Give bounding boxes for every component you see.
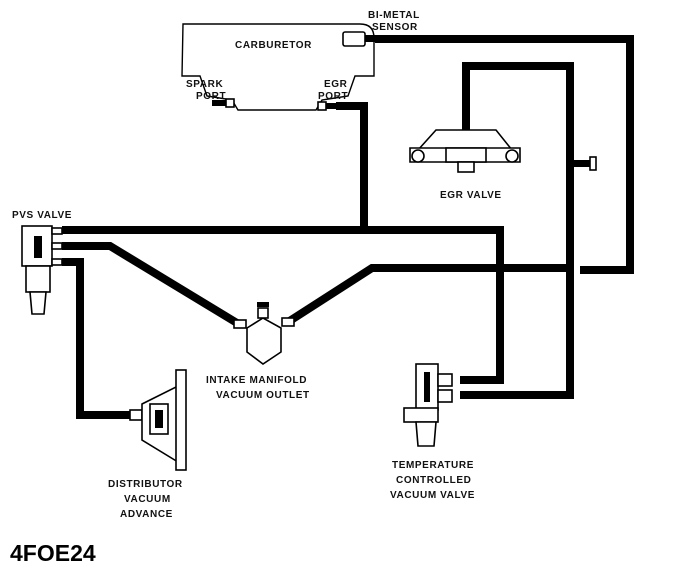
egr-port-label-1: EGR	[324, 79, 348, 90]
sensor-nipple	[365, 35, 375, 42]
egr-port-label-2: PORT	[318, 91, 348, 102]
spark-port-label-2: PORT	[196, 91, 226, 102]
intake-label-2: VACUUM OUTLET	[216, 390, 310, 401]
hose-egr-valve-to-tcv	[460, 62, 574, 399]
distributor-label-3: ADVANCE	[120, 509, 173, 520]
temperature-vacuum-valve-icon	[403, 363, 453, 447]
labels: BI-METAL SENSOR CARBURETOR SPARK PORT EG…	[10, 10, 502, 566]
hose-pvs-top-to-tcv	[62, 226, 504, 384]
hose-pvs-to-distributor	[62, 258, 130, 419]
egr-valve-label: EGR VALVE	[440, 190, 502, 201]
intake-label-1: INTAKE MANIFOLD	[206, 375, 307, 386]
hose-egr-port	[336, 102, 368, 226]
tcv-label-2: CONTROLLED	[396, 475, 471, 486]
egr-valve-icon	[409, 110, 521, 173]
bimetal-label-1: BI-METAL	[368, 10, 420, 21]
egr-port-fitting	[317, 101, 327, 111]
egr-port-nipple	[326, 103, 338, 109]
sensor-plug-icon	[342, 31, 366, 47]
tee-fitting	[574, 160, 594, 167]
tcv-label-3: VACUUM VALVE	[390, 490, 475, 501]
spark-port-label-1: SPARK	[186, 79, 223, 90]
vacuum-advance-icon	[129, 369, 187, 471]
vacuum-hoses	[62, 35, 634, 419]
spark-port-nipple	[212, 100, 226, 106]
hose-intake-left	[62, 242, 240, 327]
tee-cap	[589, 156, 597, 171]
bimetal-label-2: SENSOR	[372, 22, 418, 33]
distributor-label-2: VACUUM	[124, 494, 171, 505]
bimetal-sensor	[342, 31, 375, 47]
distributor-label-1: DISTRIBUTOR	[108, 479, 183, 490]
manifold-outlet-icon	[233, 302, 295, 365]
hose-sensor-to-right-loop	[375, 35, 634, 274]
spark-port-fitting	[225, 98, 235, 108]
pvs-valve-icon	[21, 225, 63, 315]
hose-intake-right	[285, 264, 566, 326]
pvs-valve-label: PVS VALVE	[12, 210, 72, 221]
figure-code: 4FOE24	[10, 540, 96, 566]
carburetor-label: CARBURETOR	[235, 40, 312, 51]
tcv-label-1: TEMPERATURE	[392, 460, 474, 471]
